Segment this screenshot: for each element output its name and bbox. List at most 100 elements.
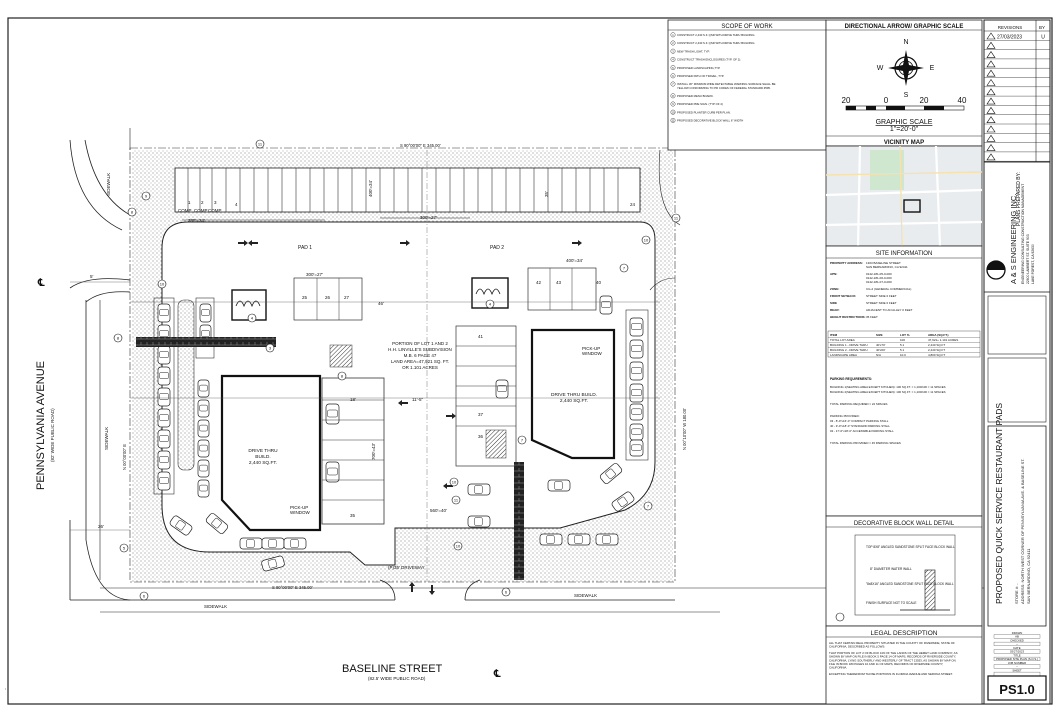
dimension-label: 400'=34' bbox=[368, 180, 373, 197]
keynote-number: 10 bbox=[672, 110, 675, 114]
keynote-label: 7 bbox=[623, 265, 626, 270]
stall-number: 2 bbox=[201, 200, 204, 205]
centerline-icon: ℄ bbox=[493, 669, 501, 680]
table-cell: 4,800 SQ.FT bbox=[928, 353, 945, 357]
parking-line: TOTAL PARKING REQUIRED = 22 SPACES bbox=[830, 402, 887, 406]
stall-number: 43 bbox=[556, 280, 562, 285]
keynote-circle-icon bbox=[337, 371, 347, 381]
svg-text:M.B. 6 PAGE 47: M.B. 6 PAGE 47 bbox=[404, 353, 437, 358]
keynote-number: 1 bbox=[672, 33, 674, 37]
keynote-circle-icon bbox=[670, 93, 676, 99]
table-header: ITEM bbox=[830, 333, 838, 337]
site-plan: COMP COMP COMP 1 2 3 4 24 385'=24' 300'=… bbox=[35, 128, 1000, 681]
legal-description-panel: LEGAL DESCRIPTION ALL THAT CERTAIN REAL … bbox=[825, 625, 983, 705]
table-header: AREA (SQ.FT.) bbox=[928, 333, 949, 337]
revision-delta-icon bbox=[986, 41, 996, 49]
pennsylvania-avenue-label: PENNSYLVANIA AVENUE bbox=[35, 361, 47, 490]
keynote-label: 10 bbox=[452, 479, 457, 484]
site-info-value: 35 FEET bbox=[866, 315, 878, 319]
table-cell: BUILDING 1 - DRIVE THRU bbox=[830, 343, 868, 347]
keynote-number: 11 bbox=[672, 119, 675, 123]
site-info-title: SITE INFORMATION bbox=[876, 251, 933, 257]
company-name: A & S ENGINEERING INC. bbox=[1009, 194, 1018, 284]
scope-item: CONSTRUCT 2,440 S.F. QSR WITH DRIVE THRU… bbox=[677, 33, 755, 37]
bearing-label: N 00°10'00" W 180.00' bbox=[682, 408, 687, 450]
keynote-circle-icon bbox=[670, 81, 676, 87]
scale-tick: 40 bbox=[958, 96, 967, 105]
table-cell: 5.1 bbox=[900, 348, 905, 352]
meta-key: JOB NUMBER bbox=[1008, 661, 1026, 665]
keynote-number: 2 bbox=[672, 41, 674, 45]
keynote-circle-icon bbox=[619, 263, 629, 273]
legal-text: EXCEPTING THEREFROM THOSE PORTIONS IN FL… bbox=[829, 672, 953, 676]
revision-delta-icon bbox=[986, 51, 996, 58]
revision-by: U bbox=[1041, 35, 1045, 41]
keynote-circle-icon bbox=[670, 32, 676, 38]
keynote-label: 4 bbox=[251, 315, 254, 320]
site-info-key: ZONE: bbox=[830, 287, 839, 291]
keynote-circle-icon bbox=[449, 477, 459, 487]
keynote-label: 8 bbox=[341, 373, 344, 378]
keynote-label: 3 bbox=[269, 345, 272, 350]
car-icon bbox=[547, 479, 571, 492]
revision-delta-icon bbox=[986, 32, 996, 40]
keynote-number: 6 bbox=[672, 74, 674, 78]
car-icon bbox=[261, 537, 285, 550]
pad-1-label: PAD 1 bbox=[298, 245, 312, 251]
pickup-label: PICK-UP bbox=[290, 505, 308, 510]
keynote-circle-icon bbox=[255, 139, 265, 149]
stall-number: 4 bbox=[235, 202, 238, 207]
meta-value: -- bbox=[1016, 664, 1018, 668]
project-city: SAN BERNARDINO, CA 92411 bbox=[1026, 548, 1031, 604]
car-icon bbox=[157, 345, 171, 365]
legal-text: FILE IN BOOK 180 PAGES 10 AND 11 OF MAPS… bbox=[829, 662, 943, 666]
site-info-value: 0142-181-05-0-000 bbox=[866, 272, 892, 276]
site-info-key: REAR: bbox=[830, 308, 840, 312]
table-cell: TOTAL LOT AREA bbox=[830, 338, 855, 342]
car-icon bbox=[197, 439, 210, 458]
keynote-circle-icon bbox=[670, 109, 676, 115]
site-info-value: STREET SIDE 0 FEET bbox=[866, 301, 897, 305]
table-header: SIZE bbox=[876, 333, 883, 337]
legal-text: ALL THAT CERTAIN REAL PROPERTY SITUATED … bbox=[829, 641, 955, 645]
dimension-label: 400'=34' bbox=[566, 258, 583, 263]
car-icon bbox=[197, 479, 210, 498]
dimension-label: 385'=24' bbox=[188, 218, 205, 223]
keynote-label: 8 bbox=[117, 335, 120, 340]
car-icon bbox=[629, 361, 644, 381]
car-icon bbox=[325, 461, 340, 483]
car-icon bbox=[157, 450, 171, 470]
svg-text:~: ~ bbox=[4, 688, 8, 690]
dimension-label: 35' bbox=[544, 191, 549, 197]
driveway-label: (P)35' DRIVEWAY bbox=[388, 565, 425, 570]
keynote-label: 10 bbox=[160, 281, 165, 286]
car-icon bbox=[157, 408, 171, 428]
scope-item: PROPOSED PATH OF TRAVEL, TYP. bbox=[677, 74, 724, 78]
keynote-number: 9 bbox=[672, 102, 674, 106]
parking-line: PARKING PROVIDED: bbox=[830, 414, 860, 418]
keynote-number: 5 bbox=[672, 66, 674, 70]
company-line: LAKE FOREST, CA 92630 bbox=[1031, 244, 1035, 284]
keynote-label: 11 bbox=[454, 497, 459, 502]
keynote-circle-icon bbox=[670, 118, 676, 123]
keynote-circle-icon bbox=[247, 313, 257, 323]
pad-2-label: PAD 2 bbox=[490, 245, 504, 251]
revision-date: 27/03/2023 bbox=[997, 35, 1022, 41]
dimension-label: 560'=40' bbox=[430, 508, 447, 513]
pickup-label: PICK-UP bbox=[582, 346, 600, 351]
dimension-label: 18' bbox=[350, 397, 356, 402]
car-icon bbox=[567, 533, 591, 546]
vicinity-map bbox=[825, 145, 983, 247]
legal-title: LEGAL DESCRIPTION bbox=[871, 630, 938, 637]
site-info-value: 0142-181-07-0-000 bbox=[866, 280, 892, 284]
graphic-scale-title: DIRECTIONAL ARROW/ GRAPHIC SCALE bbox=[845, 24, 964, 30]
scope-item: CONSTRUCT 2,440 S.F. QSR WITH DRIVE THRU… bbox=[677, 41, 755, 45]
comp-label: COMP bbox=[178, 208, 192, 213]
dimension-label: 26' bbox=[98, 524, 104, 529]
east-label: E bbox=[930, 65, 935, 72]
scale-bar bbox=[845, 105, 965, 111]
block-wall-section bbox=[924, 569, 936, 611]
revision-delta-icon bbox=[986, 106, 996, 114]
lot-description: PORTION OF LOT 1 AND 2 H.H. LINVILLE'S S… bbox=[388, 341, 452, 370]
